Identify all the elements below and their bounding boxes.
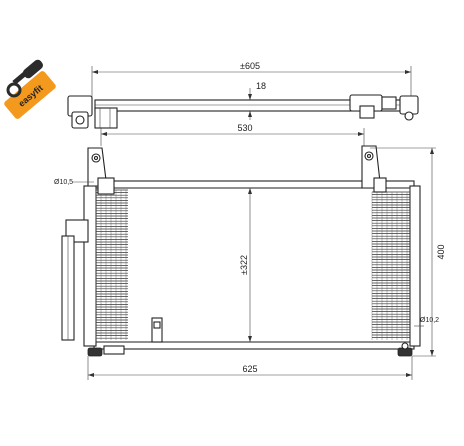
easyfit-logo: easyfit — [4, 59, 56, 119]
dim-hole-left: Ø10,5 — [54, 179, 73, 186]
right-header-tank — [409, 185, 421, 347]
right-mounting-bracket — [361, 145, 387, 193]
right-fitting-top-view — [349, 94, 419, 121]
logo-badge — [4, 71, 56, 119]
right-fin-block — [371, 191, 410, 340]
condenser-core — [95, 187, 411, 343]
left-fitting-top-view — [67, 95, 118, 129]
receiver-drier — [61, 219, 89, 341]
front-view: Ø10,5 Ø10,2 ±322 400 625 — [54, 145, 446, 380]
bottom-feet — [87, 342, 413, 357]
dim-bottom-width: 625 — [242, 364, 257, 374]
left-fin-block — [95, 189, 128, 340]
dim-mount-spacing: 530 — [237, 123, 252, 133]
dim-total-height: 400 — [436, 244, 446, 259]
dim-hole-right: Ø10,2 — [420, 317, 439, 324]
top-view: ±605 18 530 — [67, 61, 419, 146]
left-mounting-bracket — [87, 147, 115, 195]
wrench-icon — [6, 59, 44, 98]
center-bottom-bracket — [151, 317, 163, 343]
bottom-rail — [93, 341, 415, 350]
dim-core-height: ±322 — [239, 255, 249, 275]
dim-overall-width-top: ±605 — [240, 61, 260, 71]
dim-depth: 18 — [256, 81, 266, 91]
left-header-tank — [83, 185, 97, 347]
